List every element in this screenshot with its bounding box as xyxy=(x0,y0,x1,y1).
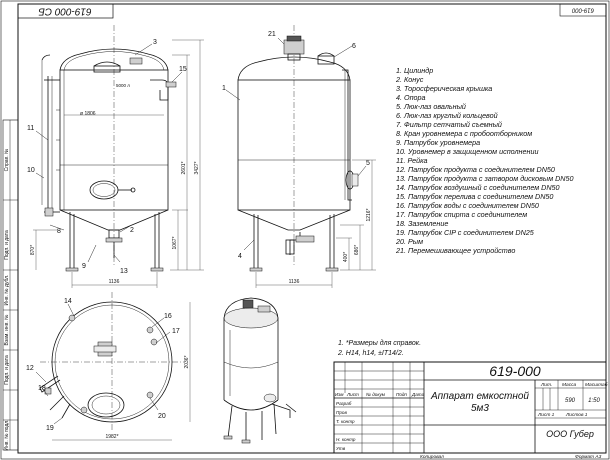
bom-item: 2. Конус xyxy=(395,75,424,84)
front-tank-volume-label: 5000 л xyxy=(116,83,130,88)
strip-label-vzam: Взам. инв. № xyxy=(4,315,10,346)
tb-format-label: Формат A3 xyxy=(575,454,602,460)
side-callout-4: 4 xyxy=(238,253,242,260)
corner-number: 619-000 xyxy=(571,6,594,12)
bom-item: 20. Рым xyxy=(395,237,423,246)
tb-hdr-date: Дата xyxy=(411,392,425,397)
bom-item: 21. Перемешивающее устройство xyxy=(395,246,515,255)
rotated-drawing-number: 619-000 СБ xyxy=(38,5,92,16)
bom-item: 19. Патрубок CIP с соединителем DN25 xyxy=(396,228,535,237)
tb-hdr-list: Лист xyxy=(346,392,359,397)
tb-row-tkontr: Т. контр xyxy=(336,419,355,424)
notes: 1. *Размеры для справок. 2. H14, h14, ±I… xyxy=(337,339,421,357)
tb-row-prov: Пров xyxy=(336,410,347,415)
bom-item: 17. Патрубок спирта с соединителем xyxy=(396,210,527,219)
front-view: 5000 л ø 1806 2601* 3427* 1067* 870* 113… xyxy=(27,25,204,288)
bom-item: 5. Люк-лаз овальный xyxy=(396,102,466,111)
front-callout-11: 11 xyxy=(27,125,34,132)
top-callout-19: 19 xyxy=(46,425,54,432)
side-dim-686: 686* xyxy=(354,245,360,255)
strip-label-inv-podl: Инв. № подл. xyxy=(4,419,10,450)
tb-sheets: Листов 1 xyxy=(565,412,588,418)
tb-row-razrab: Разраб xyxy=(336,401,352,406)
tb-col-mass: Масса xyxy=(562,382,577,388)
front-diameter-label: ø 1806 xyxy=(80,111,96,117)
side-callout-1: 1 xyxy=(222,85,226,92)
front-dim-1067: 1067* xyxy=(172,236,178,249)
tb-hdr-sign: Подп xyxy=(396,392,407,397)
tb-product-name: Аппарат емкостной xyxy=(430,391,529,402)
tb-col-lit: Лит. xyxy=(540,382,552,388)
top-callout-16: 16 xyxy=(164,313,172,320)
strip-label-podp-2: Подп. и дата xyxy=(4,355,10,385)
front-callout-2: 2 xyxy=(130,227,134,234)
bom-item: 6. Люк-лаз круглый кольцевой xyxy=(396,111,498,120)
tb-col-scale: Масштаб xyxy=(585,382,608,388)
bom-item: 8. Кран уровнемера с пробоотборником xyxy=(396,129,532,138)
side-dim-1216: 1216* xyxy=(366,208,372,221)
side-callout-5: 5 xyxy=(366,160,370,167)
left-margin-strip: Справ. № Подп. и дата Инв. № дубл. Взам.… xyxy=(2,119,19,451)
front-dim-3427: 3427* xyxy=(194,161,200,174)
rotated-drawing-number-box: 619-000 СБ xyxy=(17,3,114,19)
top-dim-1982: 1982* xyxy=(105,434,118,440)
tb-sheet: Лист 1 xyxy=(537,412,555,418)
bom-item: 12. Патрубок продукта с соединителем DN5… xyxy=(396,165,555,174)
bom-item: 3. Торосферическая крышка xyxy=(396,84,492,93)
front-callout-9: 9 xyxy=(82,263,86,270)
front-callout-13: 13 xyxy=(120,268,128,275)
corner-number-box: 619-000 xyxy=(559,3,607,17)
bom-item: 16. Патрубок воды с соединителем DN50 xyxy=(396,201,539,210)
tb-row-nkontr: Н. контр xyxy=(336,437,356,442)
bom-item: 9. Патрубок уровнемера xyxy=(396,138,480,147)
bom-item: 7. Фильтр сетчатый съемный xyxy=(396,120,502,129)
bom-item: 1. Цилиндр xyxy=(396,66,433,75)
side-callout-6: 6 xyxy=(352,43,356,50)
bom-item: 11. Рейка xyxy=(396,156,428,165)
tb-company: ООО Губер xyxy=(546,429,594,439)
tb-hdr-izm: Изм xyxy=(335,392,344,397)
top-callout-12: 12 xyxy=(26,365,34,372)
top-callout-18: 18 xyxy=(38,385,46,392)
side-dim-width: 1136 xyxy=(289,279,300,285)
bom-item: 13. Патрубок продукта с затвором дисковы… xyxy=(396,174,574,183)
tb-copied-label: Копировал xyxy=(420,454,444,460)
bom-item: 14. Патрубок воздушный с соединителем DN… xyxy=(396,183,560,192)
top-callout-20: 20 xyxy=(158,413,166,420)
isometric-view xyxy=(223,297,297,444)
strip-label-inv-dubl: Инв. № дубл. xyxy=(4,275,10,306)
bom-item: 4. Опора xyxy=(396,93,426,102)
side-view: 1216* 400* 686* 1136 21 6 1 5 4 xyxy=(222,25,376,288)
front-callout-8: 8 xyxy=(57,228,61,235)
front-callout-15: 15 xyxy=(179,66,187,73)
tb-hdr-doc: № докум xyxy=(366,392,386,397)
strip-label-podp-1: Подп. и дата xyxy=(4,230,10,260)
front-callout-10: 10 xyxy=(27,167,35,174)
tb-scale-value: 1:50 xyxy=(588,398,600,404)
tb-row-utv: Утв xyxy=(336,446,346,451)
note-1: 1. *Размеры для справок. xyxy=(338,339,421,347)
side-callout-21: 21 xyxy=(268,31,276,38)
title-block: Изм Лист № докум Подп Дата Разраб Пров Т… xyxy=(333,361,608,454)
top-view: 1982* 2036* 14 16 17 12 18 20 19 xyxy=(26,292,191,441)
bom-item: 18. Заземление xyxy=(396,219,448,228)
front-dim-2601: 2601* xyxy=(181,161,187,174)
front-dim-870: 870* xyxy=(30,245,36,255)
bill-of-materials: 1. Цилиндр 2. Конус 3. Торосферическая к… xyxy=(395,66,574,255)
front-callout-3: 3 xyxy=(153,39,157,46)
strip-label-sprav: Справ. № xyxy=(4,149,10,172)
front-dim-width: 1136 xyxy=(109,279,120,285)
side-dim-400: 400* xyxy=(343,252,349,262)
top-callout-14: 14 xyxy=(64,298,72,305)
tb-mass-value: 590 xyxy=(565,398,576,404)
tb-product-volume: 5м3 xyxy=(471,403,489,414)
note-2: 2. H14, h14, ±IT14/2. xyxy=(337,350,404,357)
tb-drawing-number: 619-000 xyxy=(489,363,541,379)
bom-item: 10. Уровнемер в защищенном исполнении xyxy=(396,147,538,156)
bom-item: 15. Патрубок перелива с соединителем DN5… xyxy=(396,192,553,201)
top-dim-2036: 2036* xyxy=(184,355,190,368)
top-callout-17: 17 xyxy=(172,328,180,335)
